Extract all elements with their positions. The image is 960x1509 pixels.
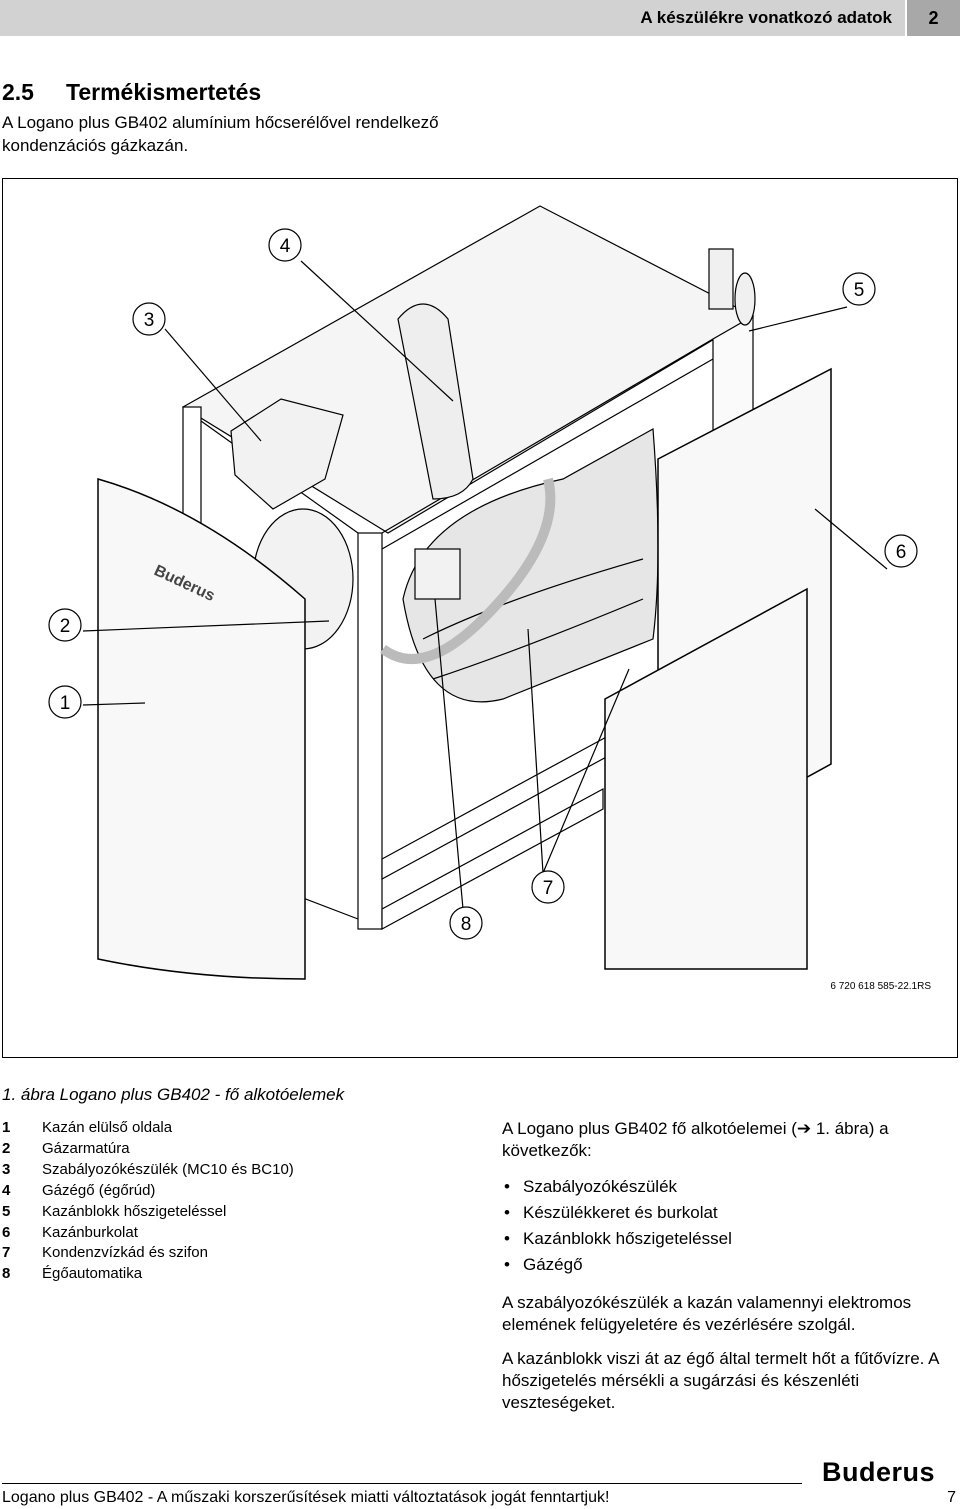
paragraph-control-unit: A szabályozókészülék a kazán valamennyi …	[502, 1293, 912, 1334]
callout-3: 3	[144, 310, 155, 331]
callout-4: 4	[280, 236, 291, 257]
callout-7: 7	[543, 878, 554, 899]
brand-logo: Buderus	[822, 1457, 936, 1487]
list-item: Gázégő	[502, 1252, 957, 1278]
figure-caption: 1. ábra Logano plus GB402 - fő alkotóele…	[2, 1085, 345, 1104]
footer-divider	[2, 1483, 802, 1484]
list-item: Készülékkeret és burkolat	[502, 1200, 957, 1226]
list-item: Szabályozókészülék	[502, 1174, 957, 1200]
figure-reference-code: 6 720 618 585-22.1RS	[830, 981, 931, 992]
header-title-band	[0, 0, 905, 36]
callout-6: 6	[896, 542, 907, 563]
section-intro: A Logano plus GB402 alumínium hőcserélőv…	[2, 113, 439, 155]
callout-2: 2	[60, 616, 71, 637]
list-item: Kazánblokk hőszigeteléssel	[502, 1226, 957, 1252]
lead-paragraph: A Logano plus GB402 fő alkotóelemei (➔ 1…	[502, 1119, 889, 1160]
boiler-illustration: Buderus 1 2 3 4 5 6 7 8 6 720 618 585-22…	[48, 205, 931, 992]
page-header: A készülékre vonatkozó adatok 2	[0, 0, 960, 36]
component-list: Szabályozókészülék Készülékkeret és burk…	[502, 1174, 957, 1278]
page-number: 7	[947, 1489, 956, 1506]
callout-8: 8	[461, 914, 472, 935]
chapter-number: 2	[907, 0, 960, 36]
description-column: A Logano plus GB402 fő alkotóelemei (➔ 1…	[502, 1118, 957, 1426]
footer-text: Logano plus GB402 - A műszaki korszerűsí…	[2, 1489, 610, 1506]
section-title: Termékismertetés	[66, 79, 262, 105]
figure-frame: Buderus 1 2 3 4 5 6 7 8 6 720 618 585-22…	[2, 178, 958, 1058]
callout-1: 1	[60, 693, 71, 714]
section-number: 2.5	[2, 79, 34, 105]
callout-5: 5	[854, 280, 865, 301]
section-heading: 2.5 Termékismertetés	[2, 79, 261, 106]
paragraph-boiler-block: A kazánblokk viszi át az égő által terme…	[502, 1349, 939, 1412]
header-title: A készülékre vonatkozó adatok	[640, 8, 892, 27]
